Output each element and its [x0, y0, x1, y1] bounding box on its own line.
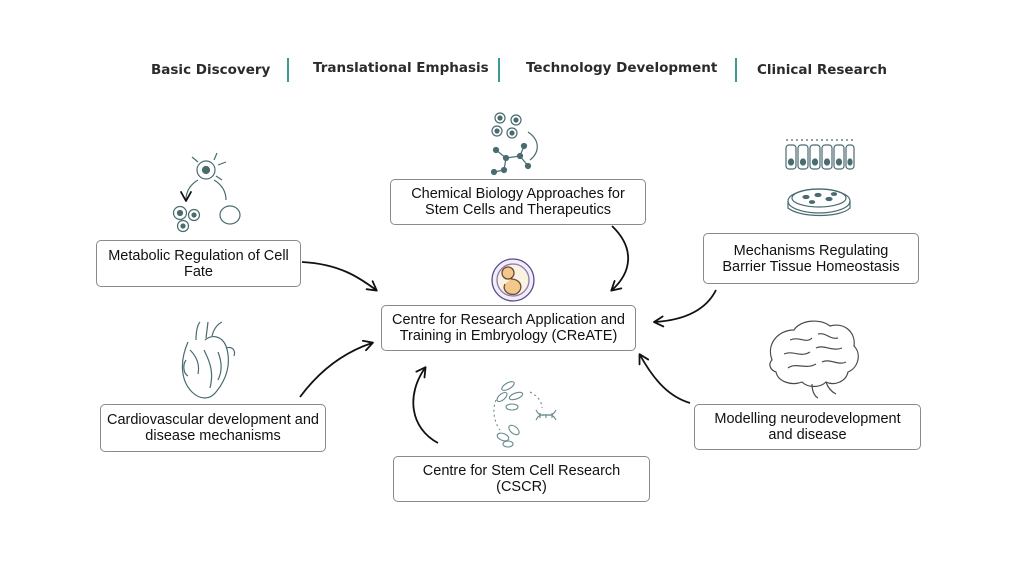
node-create-center: Centre for Research Application and Trai… [381, 305, 636, 351]
category-technology-development: Technology Development [526, 60, 718, 76]
node-metabolic-regulation-label: Metabolic Regulation of Cell Fate [108, 247, 289, 280]
embryo-icon [491, 258, 535, 302]
brain-icon [769, 320, 859, 399]
cell-division-icon [172, 152, 241, 233]
node-barrier-tissue-label: Mechanisms Regulating Barrier Tissue Hom… [722, 242, 900, 275]
arrow-cardio-to-center [299, 339, 374, 398]
arrow-barrier-to-center [653, 289, 717, 328]
category-divider [287, 58, 289, 82]
cells-dna-icon [493, 381, 557, 448]
node-cscr-label: Centre for Stem Cell Research (CSCR) [422, 463, 621, 495]
molecule-cells-icon [490, 112, 538, 176]
arrow-chemical-to-center [610, 225, 630, 292]
epithelium-petri-dish-icon [785, 139, 855, 217]
arrow-neuro-to-center [638, 353, 691, 404]
node-neurodevelopment: Modelling neurodevelopment and disease [694, 404, 921, 450]
node-barrier-tissue: Mechanisms Regulating Barrier Tissue Hom… [703, 233, 919, 284]
arrow-metabolic-to-center [301, 261, 378, 292]
category-divider [735, 58, 737, 82]
node-chemical-biology: Chemical Biology Approaches for Stem Cel… [390, 179, 646, 225]
node-chemical-biology-label: Chemical Biology Approaches for Stem Cel… [411, 186, 625, 218]
node-cardiovascular-label: Cardiovascular development and disease m… [107, 412, 319, 444]
category-basic-discovery: Basic Discovery [151, 62, 271, 78]
heart-icon [181, 321, 236, 399]
category-divider [498, 58, 500, 82]
node-cardiovascular: Cardiovascular development and disease m… [100, 404, 326, 452]
node-create-center-label: Centre for Research Application and Trai… [392, 312, 625, 344]
category-translational-emphasis: Translational Emphasis [313, 60, 489, 76]
node-neurodevelopment-label: Modelling neurodevelopment and disease [714, 411, 901, 443]
node-cscr: Centre for Stem Cell Research (CSCR) [393, 456, 650, 502]
node-metabolic-regulation: Metabolic Regulation of Cell Fate [96, 240, 301, 287]
arrow-cscr-to-center [412, 366, 439, 444]
category-clinical-research: Clinical Research [757, 62, 887, 78]
